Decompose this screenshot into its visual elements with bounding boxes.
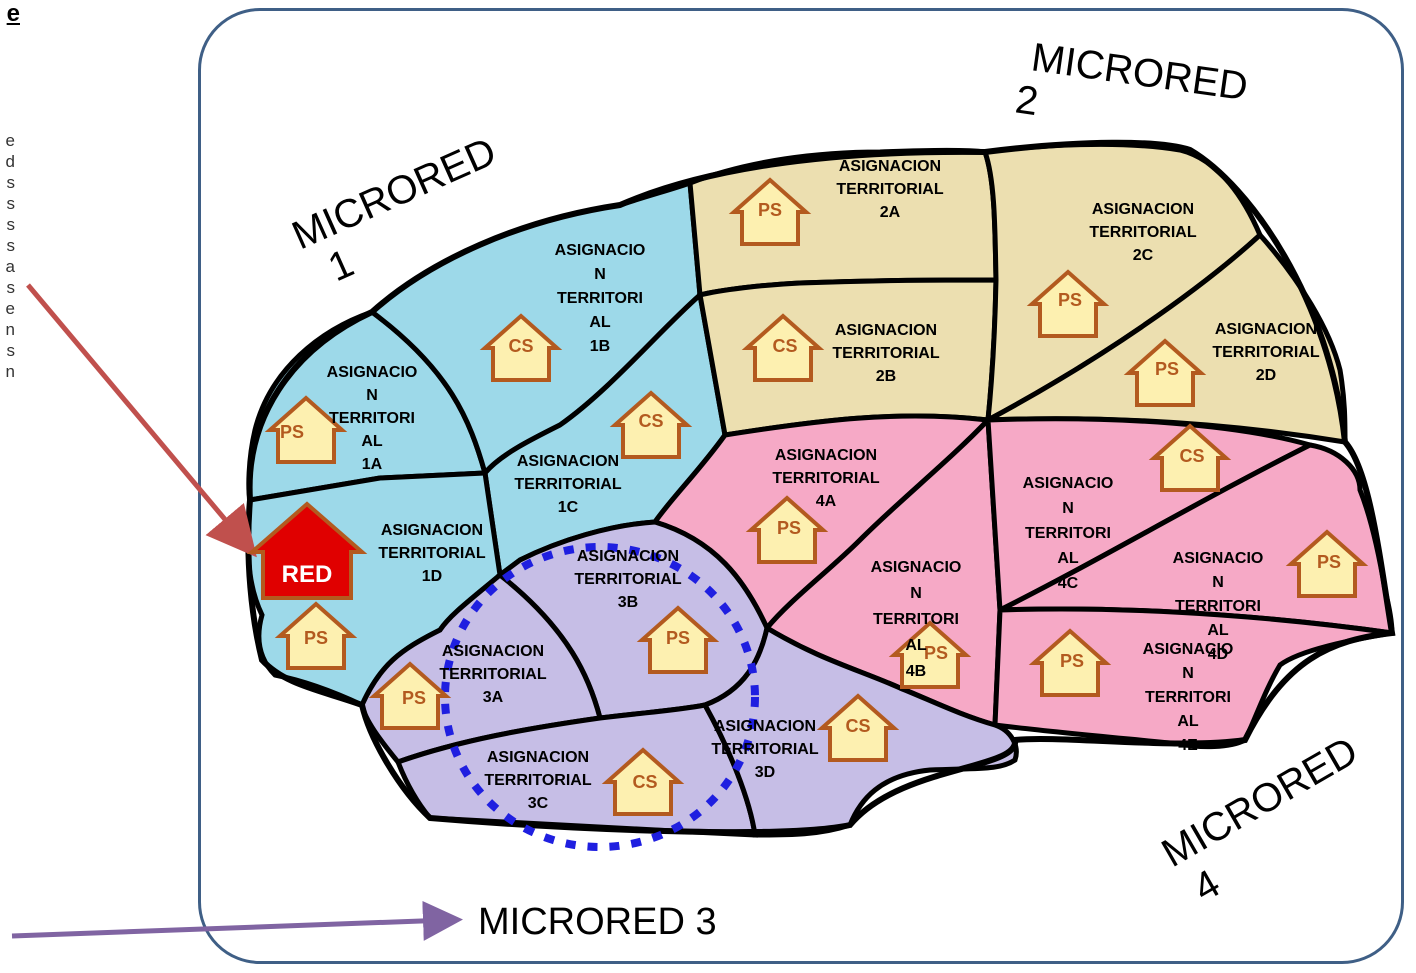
cs-house-icon: CS: [605, 748, 681, 816]
cs-house-icon: CS: [613, 391, 689, 459]
side-letter: e: [5, 131, 15, 150]
cs-label: CS: [632, 772, 657, 792]
cs-label: CS: [845, 716, 870, 736]
ps-house-icon: PS: [749, 496, 825, 564]
ps-label: PS: [304, 628, 328, 648]
cs-label: CS: [508, 336, 533, 356]
cs-house-icon: CS: [483, 314, 559, 382]
side-letter: s: [6, 173, 16, 192]
cs-label: CS: [772, 336, 797, 356]
side-letter: s: [6, 215, 16, 234]
ps-label: PS: [280, 422, 304, 442]
facility-houses: PS PS CS CS PS CS PS PS CS PS PS PS PS P…: [268, 178, 1365, 816]
red-arrow: [26, 283, 257, 558]
side-letter: s: [6, 194, 16, 213]
side-letter: a: [5, 257, 15, 276]
ps-house-icon: PS: [1030, 270, 1106, 338]
side-letter: s: [6, 236, 16, 255]
cs-house-icon: CS: [820, 694, 896, 762]
side-text-title: e: [6, 0, 20, 27]
ps-label: PS: [666, 628, 690, 648]
ps-house-icon: PS: [268, 396, 344, 464]
red-network-house: RED: [246, 501, 368, 600]
ps-house-icon: PS: [1032, 629, 1108, 697]
microred-4-label: MICRORED4: [1155, 729, 1389, 916]
cs-label: CS: [638, 411, 663, 431]
dotted-highlight-circle: [441, 543, 759, 851]
ps-house-icon: PS: [732, 178, 808, 246]
cs-house-icon: CS: [745, 314, 821, 382]
ps-label: PS: [1155, 359, 1179, 379]
red-house-label: RED: [282, 561, 333, 588]
side-letter: n: [5, 320, 15, 339]
side-letter: s: [6, 278, 16, 297]
ps-house-icon: PS: [892, 621, 968, 689]
side-letter: n: [5, 362, 15, 381]
cs-house-icon: CS: [1152, 424, 1228, 492]
ps-house-icon: PS: [640, 606, 716, 674]
microred-2-regions: [687, 141, 1348, 445]
side-letter: s: [6, 341, 16, 360]
ps-house-icon: PS: [1127, 339, 1203, 407]
side-text-column: e d s s s s a s e n s n: [0, 130, 15, 382]
microred-3-label: MICRORED 3: [478, 901, 717, 943]
ps-label: PS: [924, 643, 948, 663]
cs-label: CS: [1179, 446, 1204, 466]
microred-2-label: MICRORED2: [1013, 34, 1251, 153]
outer-outline: [245, 139, 1396, 836]
ps-house-icon: PS: [1289, 530, 1365, 598]
ps-label: PS: [758, 200, 782, 220]
ps-label: PS: [1060, 651, 1084, 671]
ps-label: PS: [777, 518, 801, 538]
purple-arrow: [11, 900, 463, 941]
ps-label: PS: [1058, 290, 1082, 310]
ps-house-icon: PS: [278, 602, 354, 670]
side-letter: d: [5, 152, 15, 171]
ps-label: PS: [402, 688, 426, 708]
ps-house-icon: PS: [372, 662, 448, 730]
side-letter: e: [5, 299, 15, 318]
ps-label: PS: [1317, 552, 1341, 572]
